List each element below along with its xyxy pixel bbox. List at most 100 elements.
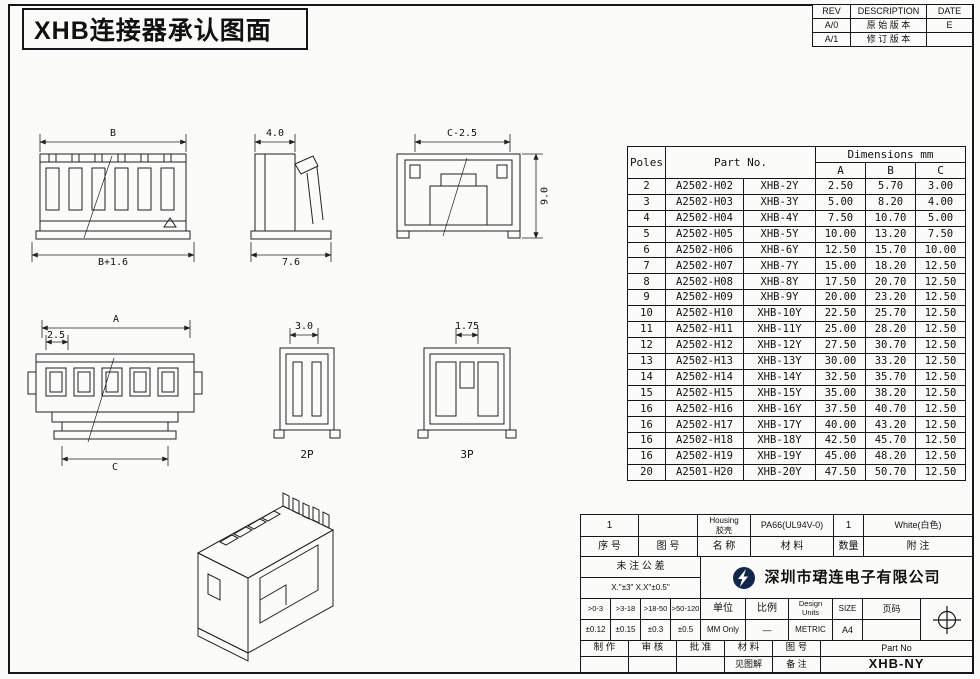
sheet-border: [8, 4, 974, 674]
table-cell: XHB-17Y: [743, 416, 816, 434]
item-name-cn: 胶壳: [716, 525, 732, 535]
table-cell: 10.00: [915, 241, 966, 259]
sign-make-label: 制 作: [581, 641, 629, 657]
drawing-front-view: B B+1.6: [26, 126, 201, 274]
dim-label-c: C: [111, 462, 119, 473]
tolerance-value-2: ±0.15: [611, 620, 641, 641]
table-cell: 20: [627, 464, 666, 481]
dim-b-col-header: B: [865, 162, 916, 179]
table-cell: 16: [627, 416, 666, 434]
date-value: [926, 32, 973, 47]
table-cell: XHB-5Y: [743, 225, 816, 243]
col-header-fig-no: 图 号: [639, 537, 698, 557]
dim-label-3-0: 3.0: [294, 321, 314, 332]
table-cell: 12.50: [915, 305, 966, 323]
table-cell: A2502-H05: [665, 225, 744, 243]
table-cell: 7.50: [815, 209, 866, 227]
table-cell: 28.20: [865, 321, 916, 338]
table-cell: 35.70: [865, 368, 916, 386]
table-cell: 23.20: [865, 289, 916, 307]
dimensions-table-header: Poles Part No. Dimensions mm A B C: [627, 146, 966, 179]
dim-c-col-header: C: [915, 162, 966, 179]
tolerance-value-4: ±0.5: [671, 620, 701, 641]
drawing-2p-view: 3.0 2P: [262, 320, 352, 465]
page-label: 页码: [863, 599, 921, 620]
table-cell: 12.50: [915, 384, 966, 402]
table-cell: 12.50: [915, 273, 966, 291]
table-cell: 10: [627, 305, 666, 323]
description-col-header: DESCRIPTION: [850, 4, 927, 19]
side-view-lineart: [250, 134, 332, 262]
table-cell: A2502-H19: [665, 448, 744, 466]
company-cell: 深圳市珺连电子有限公司: [701, 557, 973, 599]
table-cell: XHB-20Y: [743, 464, 816, 481]
table-cell: XHB-19Y: [743, 448, 816, 466]
part-no-value: XHB-NY: [821, 657, 973, 673]
table-cell: 16: [627, 448, 666, 466]
remark-label: 备 注: [773, 657, 821, 673]
units-label: 单位: [701, 599, 746, 620]
item-qty-cell: 1: [834, 515, 864, 537]
table-cell: A2502-H10: [665, 305, 744, 323]
table-cell: 32.50: [815, 368, 866, 386]
drawing-3p-view: 1.75 3P: [410, 320, 525, 465]
date-value: E: [926, 18, 973, 33]
table-cell: 4: [627, 209, 666, 227]
tolerance-range-4: >50-120: [671, 599, 701, 620]
tolerance-range-2: >3-18: [611, 599, 641, 620]
table-cell: A2501-H20: [665, 464, 744, 481]
table-cell: 10.00: [815, 225, 866, 243]
tolerance-angle: X."±3" X.X"±0.5": [581, 578, 701, 599]
sign-fig-label: 图 号: [773, 641, 821, 657]
col-header-no: 序 号: [581, 537, 639, 557]
table-cell: 2.50: [815, 178, 866, 195]
item-note-cell: White(白色): [864, 515, 973, 537]
col-header-qty: 数量: [834, 537, 864, 557]
rev-value: A/1: [812, 32, 851, 47]
table-cell: 42.50: [815, 432, 866, 450]
table-cell: 8: [627, 273, 666, 291]
3p-view-lineart: [417, 328, 517, 439]
table-cell: XHB-2Y: [743, 178, 816, 195]
drawing-side-view: 4.0 7.6: [243, 126, 343, 274]
table-cell: 12.50: [915, 289, 966, 307]
table-cell: 38.20: [865, 384, 916, 402]
table-cell: 16: [627, 432, 666, 450]
dim-a-col-header: A: [815, 162, 866, 179]
table-cell: 22.50: [815, 305, 866, 323]
2p-view-lineart: [273, 328, 341, 439]
table-cell: 10.70: [865, 209, 916, 227]
table-cell: 5.70: [865, 178, 916, 195]
item-no-cell: 1: [581, 515, 639, 537]
table-cell: 35.00: [815, 384, 866, 402]
sign-approve-value: [677, 657, 725, 673]
page-title: XHB连接器承认图面: [34, 17, 272, 45]
dim-label-a: A: [112, 314, 120, 325]
title-block: 1 Housing 胶壳 PA66(UL94V-0) 1 White(白色) 序…: [580, 514, 974, 674]
table-cell: XHB-11Y: [743, 321, 816, 338]
table-cell: XHB-8Y: [743, 273, 816, 291]
table-cell: 27.50: [815, 336, 866, 354]
table-cell: 48.20: [865, 448, 916, 466]
description-value: 修 订 版 本: [850, 32, 927, 47]
table-cell: 47.50: [815, 464, 866, 481]
table-cell: 50.70: [865, 464, 916, 481]
table-cell: A2502-H06: [665, 241, 744, 259]
dim-label-4-0: 4.0: [265, 128, 285, 139]
table-cell: 16: [627, 400, 666, 418]
revision-row: A/1 修 订 版 本: [812, 32, 973, 47]
table-cell: XHB-3Y: [743, 193, 816, 211]
table-cell: 12.50: [915, 257, 966, 275]
company-logo-icon: [733, 566, 756, 589]
table-cell: 12.50: [915, 432, 966, 450]
view-label-2p: 2P: [300, 448, 314, 461]
table-cell: 7: [627, 257, 666, 275]
